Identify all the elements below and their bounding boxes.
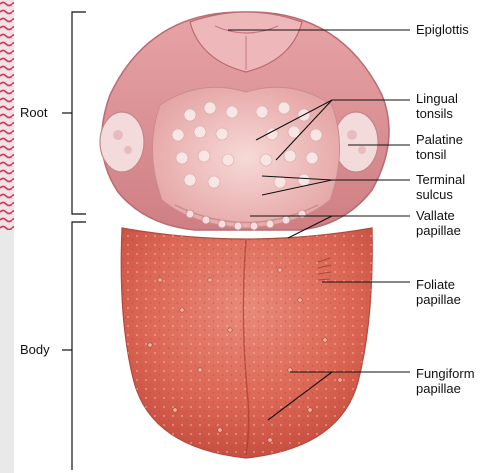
label-epiglottis: Epiglottis — [416, 22, 469, 37]
label-terminal-sulcus: Terminal sulcus — [416, 172, 465, 202]
root-bracket — [72, 12, 86, 214]
label-palatine-tonsil: Palatine tonsil — [416, 132, 463, 162]
tissue-strip-bottom — [0, 230, 14, 473]
label-palatine-tonsil-line1: Palatine — [416, 132, 463, 147]
label-lingual-tonsils-line2: tonsils — [416, 106, 458, 121]
label-palatine-tonsil-line2: tonsil — [416, 147, 463, 162]
region-brackets — [62, 12, 86, 470]
label-foliate-papillae-line1: Foliate — [416, 277, 461, 292]
label-foliate-papillae-line2: papillae — [416, 292, 461, 307]
label-terminal-sulcus-line1: Terminal — [416, 172, 465, 187]
tissue-strip-top — [0, 0, 14, 230]
label-fungiform-papillae-line2: papillae — [416, 381, 475, 396]
palatine-tonsil-left — [100, 112, 144, 172]
region-label-root: Root — [20, 105, 47, 120]
label-fungiform-papillae: Fungiform papillae — [416, 366, 475, 396]
label-vallate-papillae: Vallate papillae — [416, 208, 461, 238]
label-fungiform-papillae-line1: Fungiform — [416, 366, 475, 381]
label-foliate-papillae: Foliate papillae — [416, 277, 461, 307]
label-terminal-sulcus-line2: sulcus — [416, 187, 465, 202]
label-vallate-papillae-line2: papillae — [416, 223, 461, 238]
region-label-body: Body — [20, 342, 50, 357]
label-lingual-tonsils: Lingual tonsils — [416, 91, 458, 121]
label-vallate-papillae-line1: Vallate — [416, 208, 461, 223]
body-bracket — [72, 222, 86, 470]
label-lingual-tonsils-line1: Lingual — [416, 91, 458, 106]
palatine-tonsil-right — [334, 112, 378, 172]
